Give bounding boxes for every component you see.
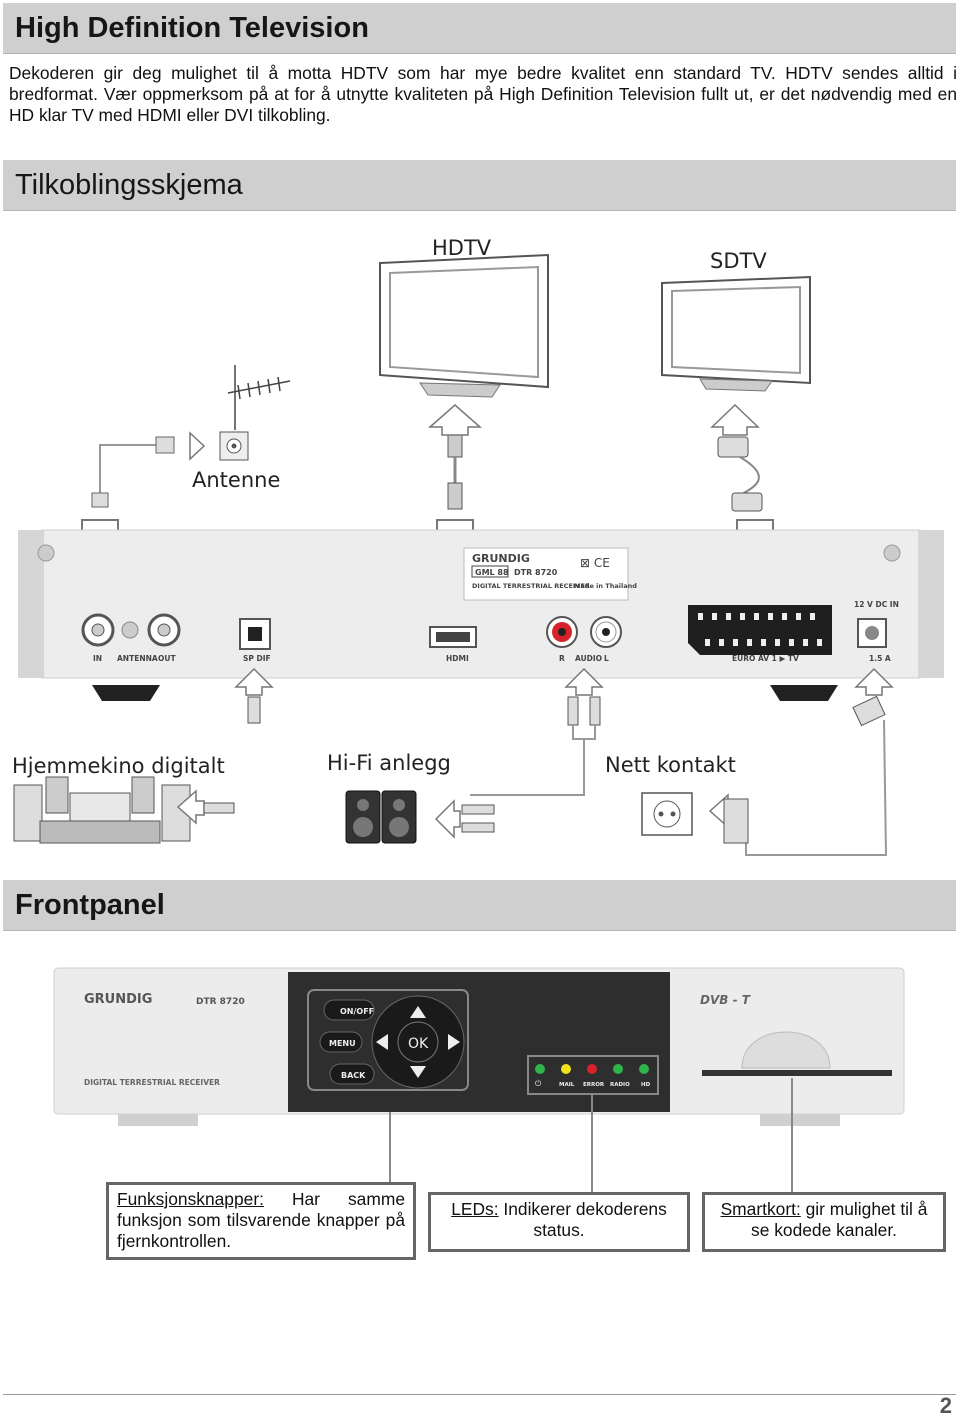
callout-smartcard-title: Smartkort: bbox=[720, 1199, 801, 1219]
audio-l-port bbox=[590, 616, 622, 648]
callout-leds-title: LEDs: bbox=[451, 1199, 499, 1219]
menu-button[interactable]: MENU bbox=[319, 1031, 363, 1053]
callout-smartcard-text: gir mulighet til å se kodede kanaler. bbox=[751, 1199, 928, 1240]
header-bar: High Definition Television bbox=[3, 3, 956, 54]
sdtv-icon bbox=[661, 275, 811, 392]
back-button-label: BACK bbox=[341, 1071, 366, 1080]
callout-function-buttons-title: Funksjonsknapper: bbox=[117, 1189, 264, 1209]
port-label-audio: AUDIO bbox=[575, 654, 602, 663]
hifi-label: Hi-Fi anlegg bbox=[327, 751, 451, 775]
port-label-in: IN bbox=[93, 654, 102, 663]
smartcard-slot[interactable] bbox=[702, 1070, 892, 1076]
power-label: Nett kontakt bbox=[605, 753, 736, 777]
led-label-hd: HD bbox=[641, 1082, 651, 1088]
led-hd bbox=[639, 1064, 649, 1074]
right-arrow-button[interactable] bbox=[448, 1034, 460, 1050]
sdtv-label: SDTV bbox=[710, 249, 767, 273]
wall-outlet-icon bbox=[641, 792, 693, 836]
connection-diagram: GRUNDIG GML 88 DTR 8720 DIGITAL TERRESTR… bbox=[13, 253, 944, 856]
rear-model: DTR 8720 bbox=[514, 568, 558, 577]
rear-model-badge: GML 88 bbox=[475, 568, 509, 577]
port-label-spdif: SP DIF bbox=[243, 654, 271, 663]
led-mail bbox=[561, 1064, 571, 1074]
callout-function-buttons-text: Har samme funksjon som tilsvarende knapp… bbox=[117, 1189, 405, 1251]
footer-rule bbox=[3, 1394, 956, 1395]
power-icon: ⏻ bbox=[535, 1079, 542, 1088]
frontpanel-section-title: Frontpanel bbox=[15, 889, 165, 921]
ok-button-label: OK bbox=[408, 1036, 429, 1052]
rear-subtitle: DIGITAL TERRESTRIAL RECEIVER bbox=[472, 582, 590, 590]
back-button[interactable]: BACK bbox=[329, 1063, 375, 1085]
port-label-dc-rating: 1.5 A bbox=[869, 654, 891, 663]
dvb-t-logo: DVB - T bbox=[700, 993, 751, 1007]
port-label-out: OUT bbox=[158, 654, 176, 663]
port-label-hdmi: HDMI bbox=[446, 654, 469, 663]
menu-button-label: MENU bbox=[329, 1039, 356, 1048]
port-label-r: R bbox=[559, 654, 565, 663]
page-number: 2 bbox=[939, 1393, 952, 1418]
led-error bbox=[587, 1064, 597, 1074]
onoff-button-label: ON/OFF bbox=[340, 1007, 374, 1016]
hdtv-icon bbox=[379, 253, 549, 398]
callout-function-buttons: Funksjonsknapper: Har samme funksjon som… bbox=[106, 1182, 416, 1260]
onoff-button[interactable]: ON/OFF bbox=[323, 999, 375, 1021]
screw-icon bbox=[121, 621, 139, 639]
led-radio bbox=[613, 1064, 623, 1074]
up-arrow-button[interactable] bbox=[410, 1006, 426, 1018]
rear-made-in: Made in Thailand bbox=[574, 582, 637, 590]
frontpanel-section-bar: Frontpanel bbox=[3, 880, 956, 931]
callout-leds-text: Indikerer dekoderens status. bbox=[498, 1199, 667, 1240]
dc-in-port bbox=[857, 618, 887, 648]
port-label-l: L bbox=[604, 654, 609, 663]
scart-port bbox=[688, 605, 832, 655]
antenna-out-port bbox=[147, 613, 181, 647]
front-brand: GRUNDIG bbox=[84, 992, 152, 1007]
smartcard-flap[interactable] bbox=[741, 1031, 831, 1069]
port-label-dc-in: 12 V DC IN bbox=[854, 600, 899, 609]
antenna-icon bbox=[227, 365, 291, 430]
led-label-radio: RADIO bbox=[610, 1082, 630, 1088]
antenna-label: Antenne bbox=[192, 468, 281, 492]
port-label-antenna: ANTENNA bbox=[117, 654, 158, 663]
antenna-socket-icon bbox=[219, 431, 249, 461]
antenna-in-port bbox=[81, 613, 115, 647]
front-panel-diagram: GRUNDIG DTR 8720 DIGITAL TERRESTRIAL REC… bbox=[53, 967, 905, 1192]
ce-mark-icon: ⊠ CE bbox=[580, 556, 610, 570]
led-label-error: ERROR bbox=[583, 1082, 605, 1088]
callout-smartcard: Smartkort: gir mulighet til å se kodede … bbox=[702, 1192, 946, 1252]
front-model: DTR 8720 bbox=[196, 997, 245, 1007]
port-label-euro: EURO AV 1 ▶ TV bbox=[732, 654, 799, 663]
ok-button[interactable]: OK bbox=[397, 1021, 439, 1063]
front-subtitle: DIGITAL TERRESTRIAL RECEIVER bbox=[84, 1078, 220, 1087]
intro-paragraph: Dekoderen gir deg mulighet til å motta H… bbox=[9, 63, 957, 125]
down-arrow-button[interactable] bbox=[410, 1066, 426, 1078]
left-arrow-button[interactable] bbox=[376, 1034, 388, 1050]
led-label-mail: MAIL bbox=[559, 1082, 575, 1088]
home-cinema-label: Hjemmekino digitalt bbox=[12, 754, 225, 778]
page-title: High Definition Television bbox=[15, 12, 369, 44]
diagram-section-bar: Tilkoblingsskjema bbox=[3, 160, 956, 211]
rear-brand: GRUNDIG bbox=[472, 552, 530, 565]
audio-r-port bbox=[546, 616, 578, 648]
diagram-section-title: Tilkoblingsskjema bbox=[15, 169, 243, 201]
hifi-speakers-icon bbox=[345, 790, 417, 844]
home-cinema-icon bbox=[13, 776, 191, 844]
led-power bbox=[535, 1064, 545, 1074]
hdtv-label: HDTV bbox=[432, 236, 492, 260]
callout-leds: LEDs: Indikerer dekoderens status. bbox=[428, 1192, 690, 1252]
